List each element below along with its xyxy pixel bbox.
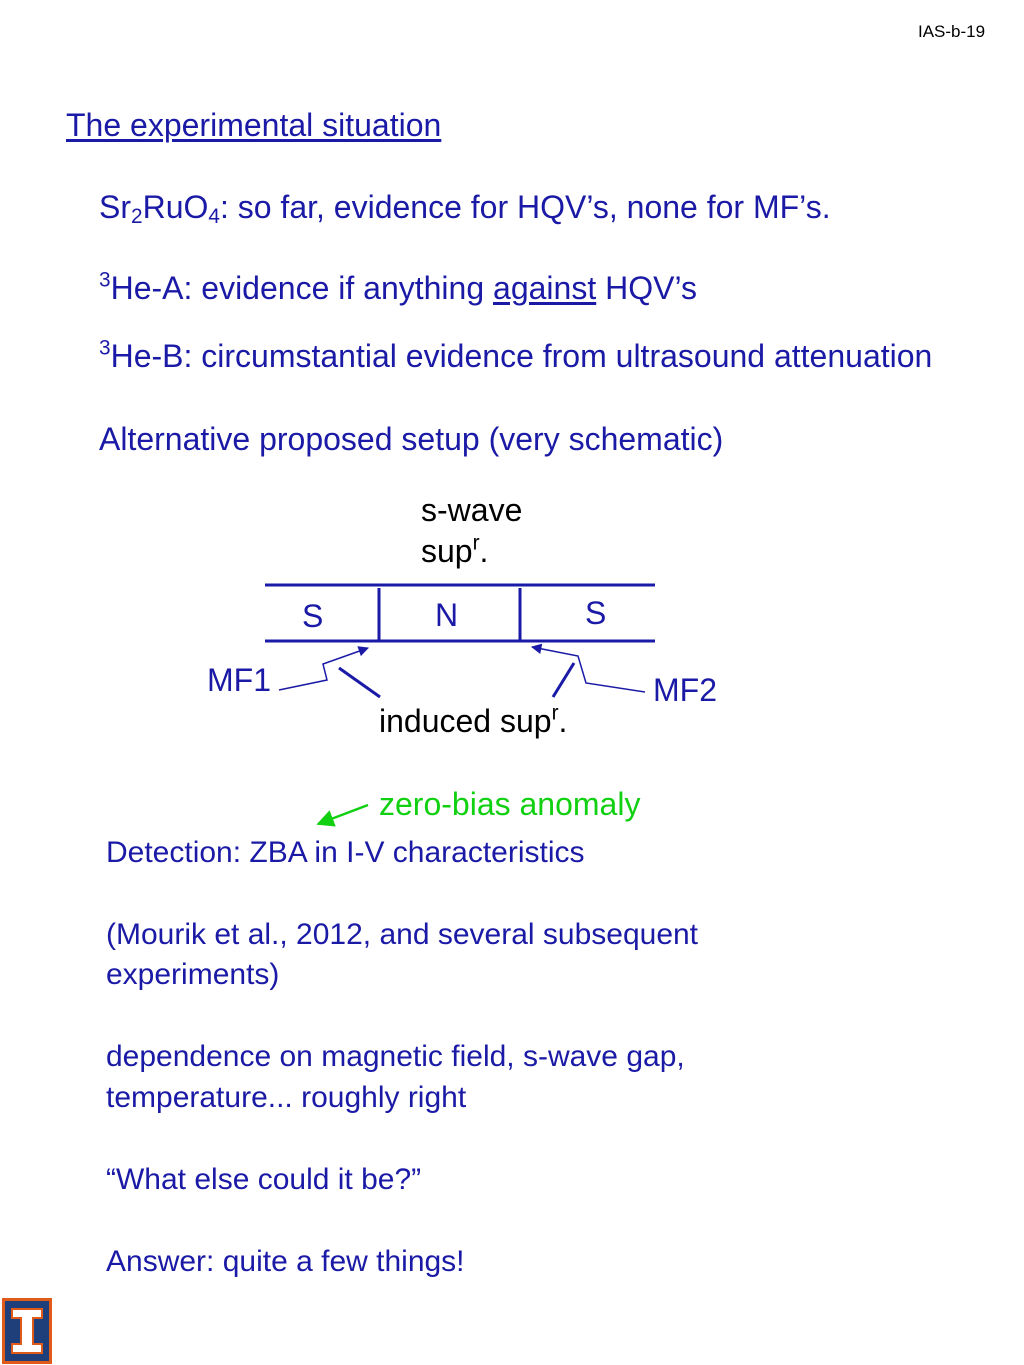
s-wave-sup-label: supr. [421,533,488,570]
detection-text: Detection: ZBA in I-V characteristics [106,836,585,869]
he-b-superscript: 3 [99,336,111,360]
sr-ruo-text-3: : so far, evidence for HQV’s, none for M… [219,189,831,225]
mf1-pointer [278,646,369,691]
he-a-underlined-word: against [493,270,597,306]
sr-ruo-sub-1: 2 [131,205,143,229]
middle-n-label: N [435,597,459,633]
dependence-line-1: dependence on magnetic field, s-wave gap… [106,1040,685,1073]
he-a-text-2: HQV’s [596,270,697,306]
induced-text: induced sup [379,703,552,739]
sr-ruo-text-1: Sr [99,189,131,225]
question-text: “What else could it be?” [106,1163,422,1196]
induced-right-stroke [551,662,576,698]
sr-ruo-text-2: RuO [142,189,209,225]
s-wave-sup-dot: . [479,533,489,569]
right-s-label: S [585,595,607,631]
he-b-line: 3He-B: circumstantial evidence from ultr… [99,338,932,375]
zero-bias-anomaly-label: zero-bias anomaly [379,786,641,822]
induced-dot: . [558,703,568,739]
sr-ruo-sub-2: 4 [208,205,220,229]
induced-label: induced supr. [379,703,567,740]
induced-left-stroke [338,666,381,699]
s-wave-sup-text: sup [421,533,473,569]
sr-ruo-line: Sr2RuO4: so far, evidence for HQV’s, non… [99,189,831,229]
mf1-label: MF1 [207,662,271,698]
s-wave-label: s-wave [421,492,523,528]
he-a-line: 3He-A: evidence if anything against HQV’… [99,270,697,307]
he-b-text: He-B: circumstantial evidence from ultra… [110,338,933,374]
answer-text: Answer: quite a few things! [106,1245,465,1278]
mourik-line-1: (Mourik et al., 2012, and several subseq… [106,918,699,951]
page-title: The experimental situation [66,107,442,143]
induced-superscript: r [551,701,559,725]
he-a-superscript: 3 [99,268,111,292]
left-s-label: S [302,598,324,634]
s-wave-sup-superscript: r [472,531,480,555]
mf2-pointer [530,643,646,693]
mf2-label: MF2 [653,672,717,708]
university-logo [2,1298,52,1364]
zero-bias-arrow [316,803,369,827]
mourik-line-2: experiments) [106,958,280,991]
slide-id: IAS-b-19 [918,22,986,41]
alternative-setup-text: Alternative proposed setup (very schemat… [99,421,724,457]
he-a-text-1: He-A: evidence if anything [110,270,494,306]
dependence-line-2: temperature... roughly right [106,1081,467,1114]
block-i-icon [11,1308,43,1354]
